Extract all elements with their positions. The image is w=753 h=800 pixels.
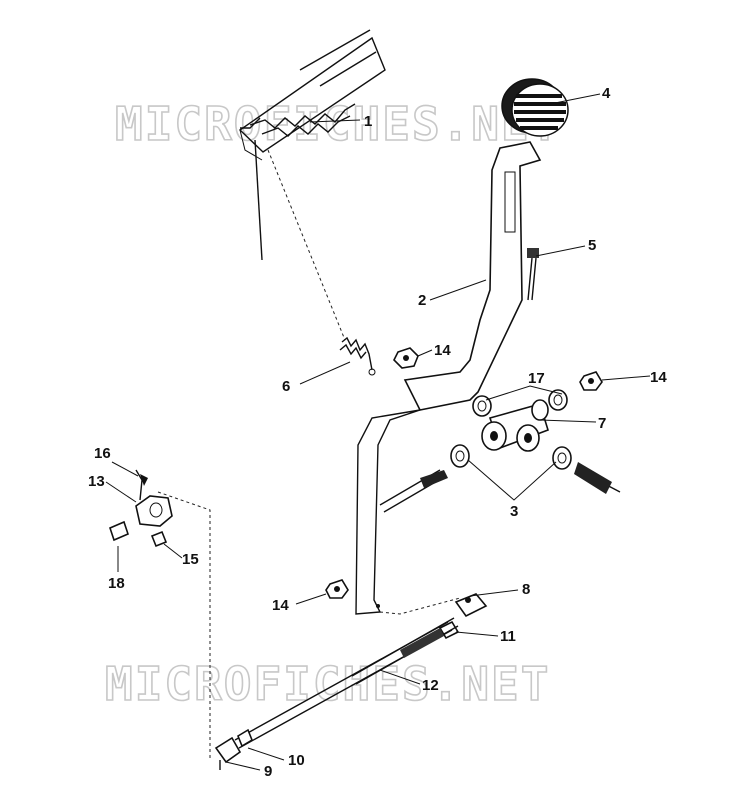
washers xyxy=(472,389,568,417)
callout-11: 11 xyxy=(500,628,516,645)
callout-1: 1 xyxy=(364,113,372,130)
callout-5: 5 xyxy=(588,237,596,254)
watermark-bottom: MICROFICHES.NET xyxy=(105,657,550,711)
pedal-pad xyxy=(501,78,569,137)
callout-14-right: 14 xyxy=(650,369,667,386)
callout-8: 8 xyxy=(522,581,530,598)
assembly-guide-line xyxy=(157,491,211,760)
rod-end-upper xyxy=(454,593,488,618)
pedal-arm xyxy=(355,141,542,615)
callout-13: 13 xyxy=(88,473,105,490)
lever-bracket xyxy=(109,469,173,548)
watermark-top: MICROFICHES.NET xyxy=(115,97,560,151)
brake-rod xyxy=(234,617,459,749)
rod-guide-line xyxy=(379,597,461,615)
callout-15: 15 xyxy=(182,551,199,568)
callout-14-upper: 14 xyxy=(434,342,451,359)
callout-10: 10 xyxy=(288,752,305,769)
callout-3: 3 xyxy=(510,503,518,520)
nuts xyxy=(325,347,603,599)
callout-17: 17 xyxy=(528,370,545,387)
return-spring xyxy=(339,336,376,376)
callout-14-lower: 14 xyxy=(272,597,289,614)
callout-16: 16 xyxy=(94,445,111,462)
rod-end-lower xyxy=(214,728,253,770)
spring-guide-line xyxy=(267,149,346,341)
callout-4: 4 xyxy=(602,85,611,102)
callout-6: 6 xyxy=(282,378,290,395)
callout-12: 12 xyxy=(422,677,439,694)
callout-2: 2 xyxy=(418,292,426,309)
spacers xyxy=(450,444,572,470)
bushing-assembly xyxy=(481,399,549,452)
floorboard-panel xyxy=(238,29,386,261)
callout-9: 9 xyxy=(264,763,272,780)
pedal-stop-bracket xyxy=(249,103,356,137)
pivot-shaft xyxy=(379,462,621,513)
callout-7: 7 xyxy=(598,415,606,432)
clevis-pin xyxy=(527,248,539,301)
callout-18: 18 xyxy=(108,575,125,592)
leader-lines xyxy=(105,93,651,771)
